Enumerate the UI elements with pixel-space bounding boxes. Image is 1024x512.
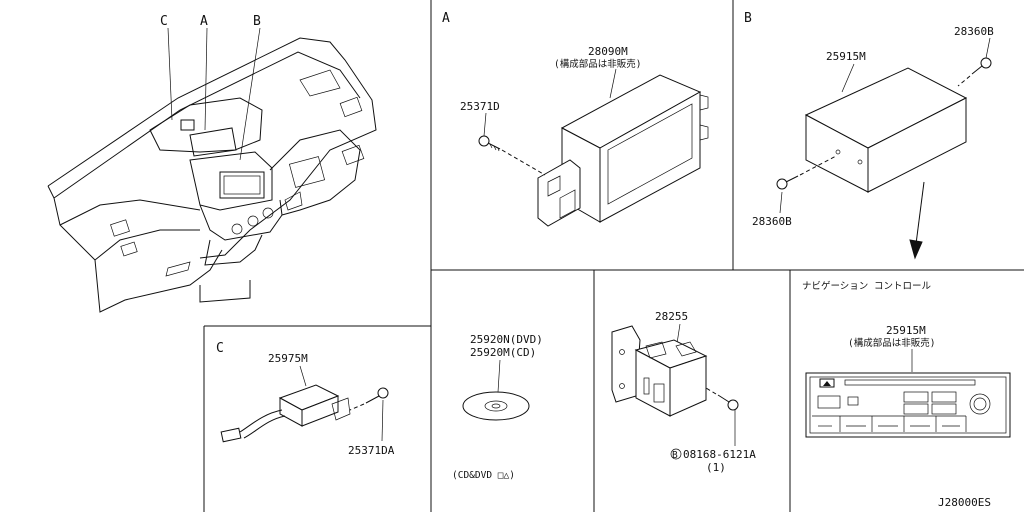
part-28360b-bottom: 28360B (752, 215, 792, 228)
diagram-id: J28000ES (938, 496, 991, 509)
part-25915m-nav-note: (構成部品は非販売) (848, 337, 935, 349)
part-28360b-top: 28360B (954, 25, 994, 38)
part-25975m: 25975M (268, 352, 308, 365)
section-b-letter: B (744, 11, 752, 26)
section-c-letter: C (216, 341, 224, 356)
part-28090m: 28090M (588, 45, 628, 58)
section-nav-control: ナビゲーション コントロール 25915M (構成部品は非販売) (802, 280, 1011, 438)
part-25371da: 25371DA (348, 444, 395, 457)
part-25915m-b: 25915M (826, 50, 866, 63)
part-28255: 28255 (655, 310, 688, 323)
callout-a: A (200, 14, 208, 29)
part-08168-6121a: 08168-6121A (683, 448, 756, 461)
bolt-prefix-b: B (672, 450, 678, 461)
callout-b: B (253, 14, 261, 29)
part-25920n: 25920N(DVD) (470, 333, 543, 346)
section-bracket: 28255 B 08168-6121A (1) (611, 310, 756, 474)
part-25371d: 25371D (460, 100, 500, 113)
section-b: B 25915M 28360B 28360B (744, 11, 994, 260)
section-disc: 25920N(DVD) 25920M(CD) (CD&DVD □△) (452, 333, 543, 481)
panel-borders (203, 0, 1024, 512)
disc-note: (CD&DVD □△) (452, 470, 515, 481)
nav-title: ナビゲーション コントロール (802, 280, 932, 292)
section-a-letter: A (442, 11, 450, 26)
part-08168-qty: (1) (706, 461, 726, 474)
section-c: C 25975M 25371DA (216, 341, 395, 457)
callout-c: C (160, 14, 168, 29)
dashboard-overview: C A B (47, 14, 377, 313)
part-25915m-nav: 25915M (886, 324, 926, 337)
part-28090m-note: (構成部品は非販売) (554, 58, 641, 70)
part-25920m: 25920M(CD) (470, 346, 536, 359)
section-a: A 28090M (構成部品は非販売) 25371D (442, 11, 709, 227)
